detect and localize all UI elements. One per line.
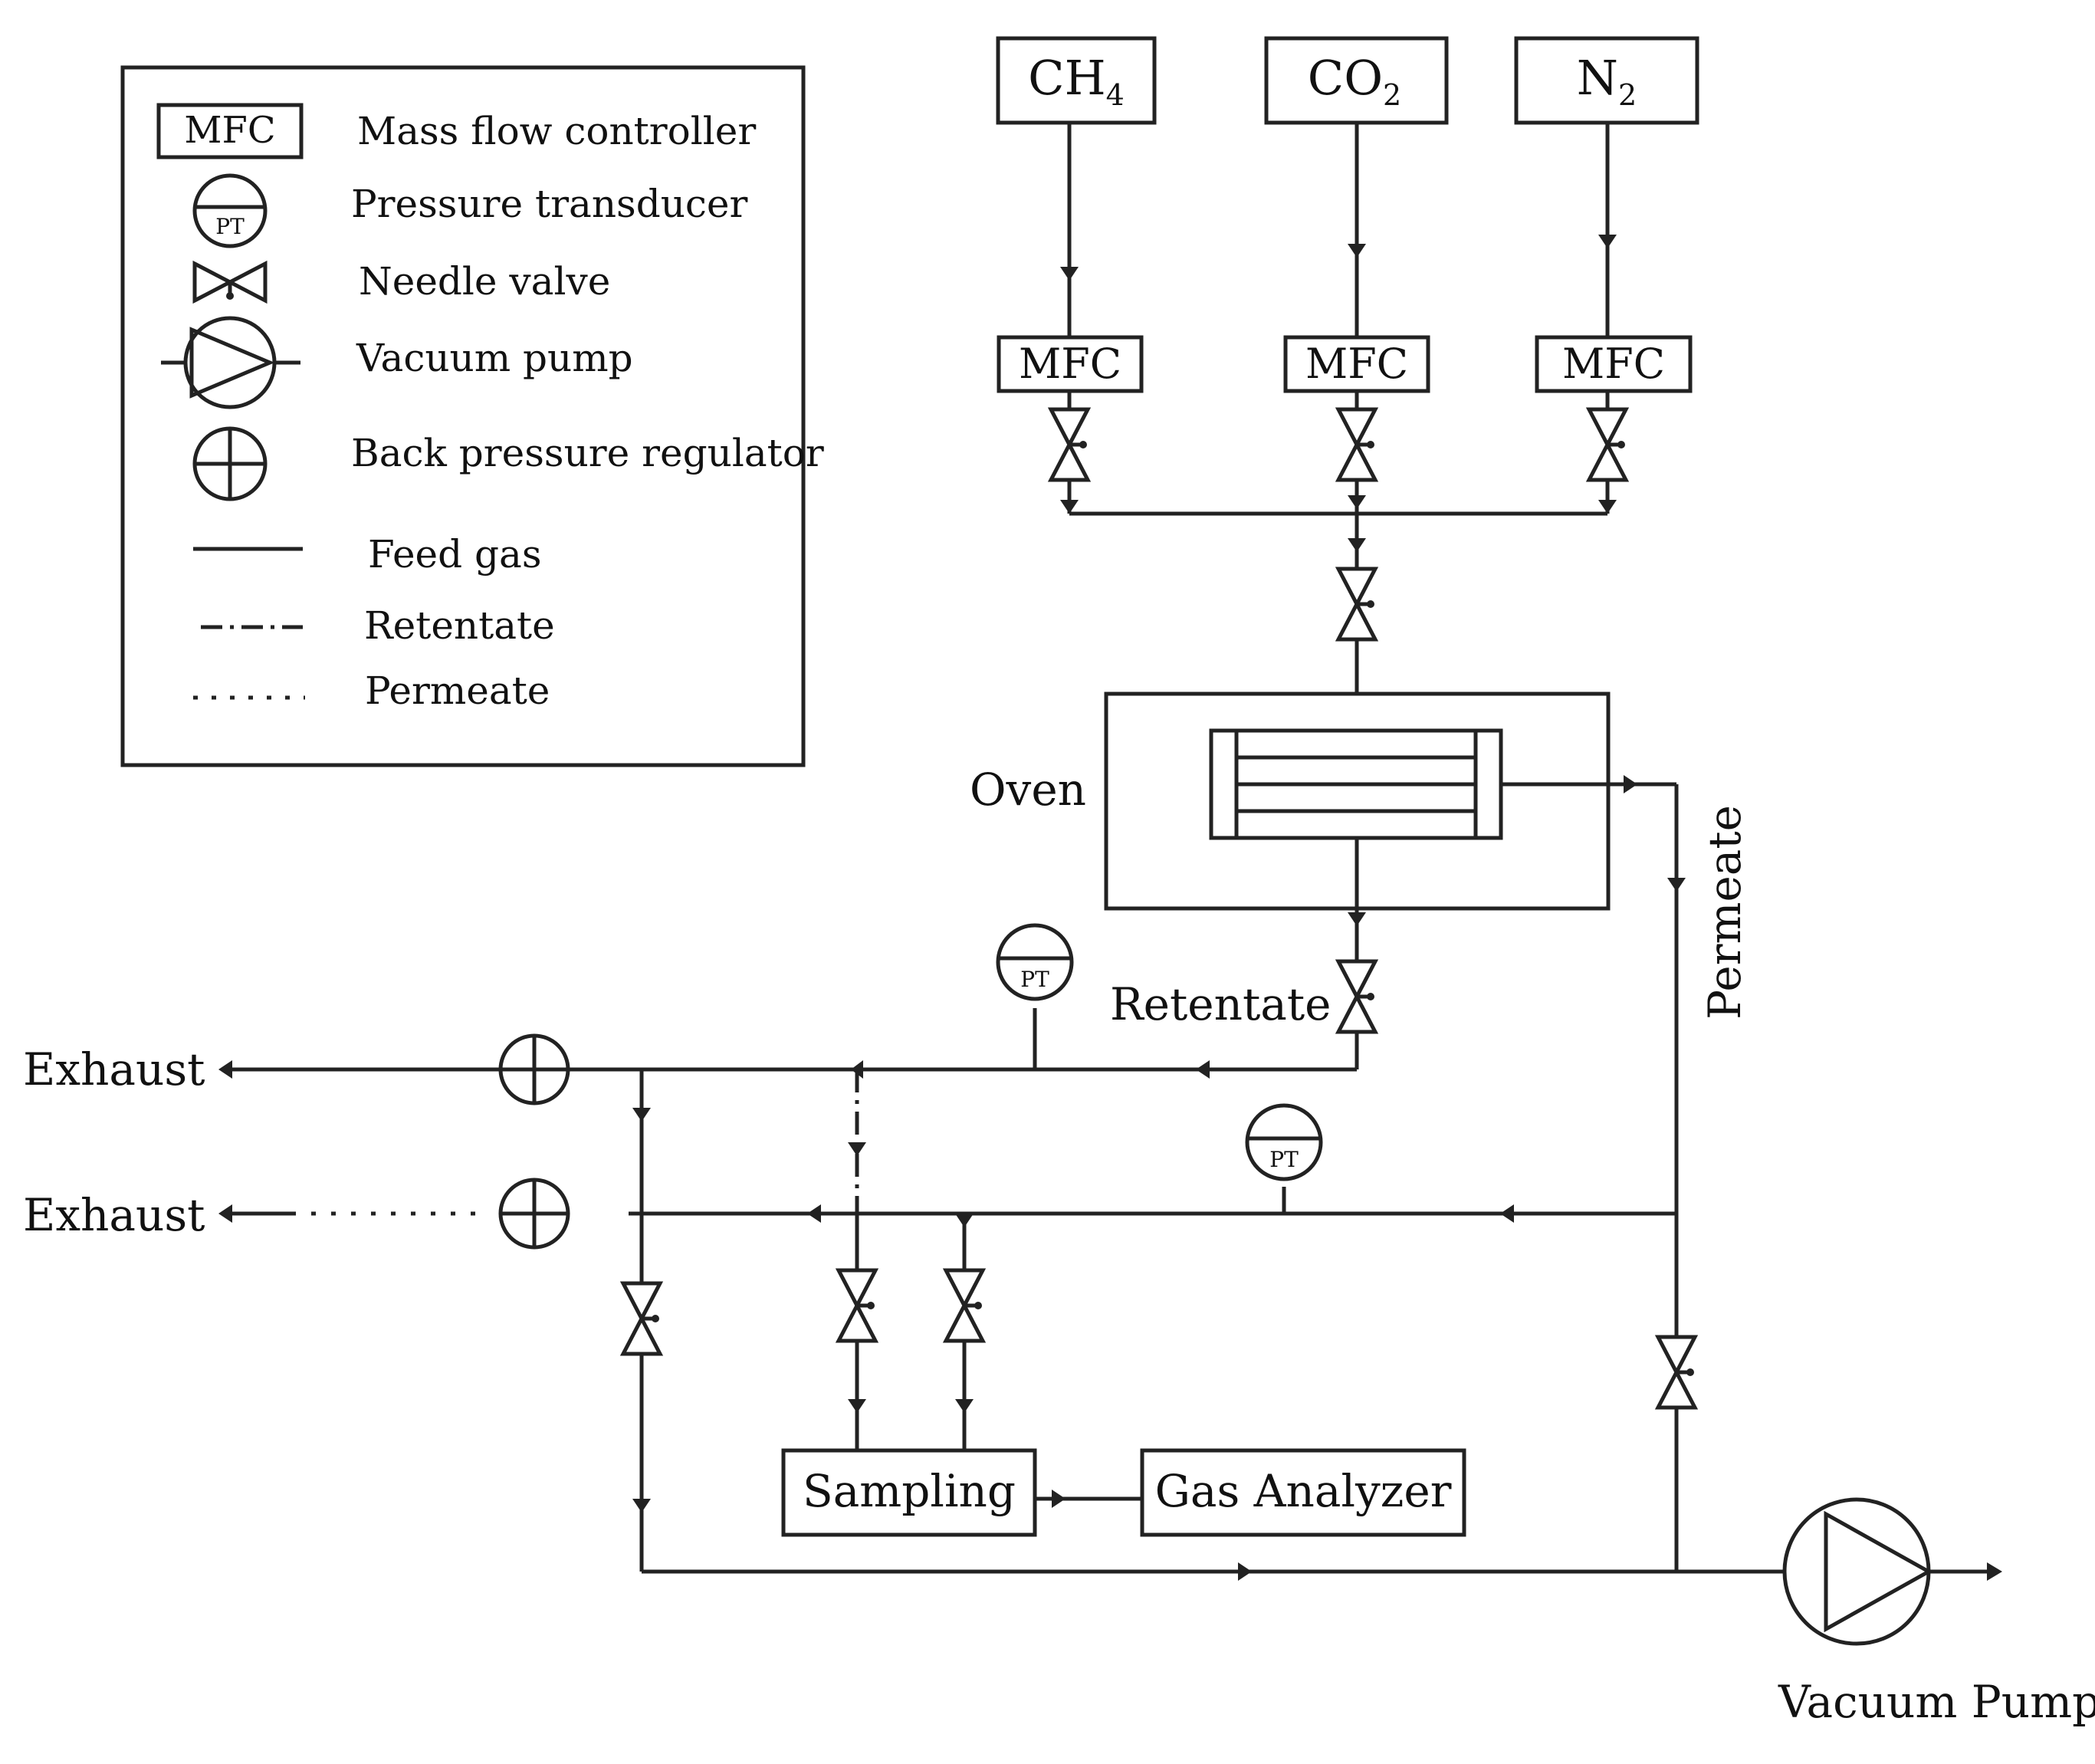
legend-label-permeate: Permeate — [365, 668, 550, 713]
needle-valve-feed[interactable] — [1338, 569, 1375, 639]
needle-valve-sample-2[interactable] — [946, 1270, 983, 1341]
mfc-ch4-label: MFC — [1019, 340, 1121, 388]
legend-mfc-symbol-label: MFC — [184, 109, 275, 152]
legend-label-pressure-transducer: Pressure transducer — [351, 182, 748, 226]
needle-valve-co2[interactable] — [1338, 409, 1375, 480]
pressure-transducer-permeate: PT — [1245, 1103, 1323, 1181]
legend-label-mass-flow-controller: Mass flow controller — [357, 109, 756, 153]
vacuum-pump: Vacuum Pump — [1778, 1497, 2095, 1728]
sampling-section: Sampling Gas Analyzer — [781, 1214, 1466, 1537]
needle-valve-sample-1[interactable] — [839, 1270, 875, 1341]
sampling-label: Sampling — [803, 1465, 1016, 1517]
back-pressure-regulator-permeate[interactable] — [501, 1180, 568, 1247]
pt-permeate-label: PT — [1269, 1147, 1299, 1172]
sampling-box — [781, 1448, 1037, 1537]
exhaust-label-top: Exhaust — [23, 1043, 205, 1096]
oven: Oven — [970, 691, 1611, 911]
mfc-co2-label: MFC — [1305, 340, 1408, 388]
gas-analyzer-label: Gas Analyzer — [1155, 1465, 1452, 1517]
needle-valve-bypass[interactable] — [623, 1283, 660, 1354]
permeate-label: Permeate — [1699, 805, 1751, 1020]
permeate-path: Permeate PT — [629, 775, 1751, 1572]
membrane-module — [1209, 728, 1503, 840]
pressure-transducer-retentate: PT — [996, 923, 1074, 1001]
mfc-n2-label: MFC — [1562, 340, 1665, 388]
legend-label-retentate: Retentate — [364, 603, 555, 648]
retentate-path: Retentate PT Exhaust — [23, 838, 1375, 1214]
flow-arrow-n2 — [1598, 235, 1617, 248]
needle-valve-permeate[interactable] — [1658, 1337, 1695, 1408]
legend-label-feed-gas: Feed gas — [368, 532, 542, 577]
legend-back-pressure-regulator-icon — [192, 426, 268, 501]
legend-vacuum-pump-icon — [161, 316, 300, 409]
gas-label-n2: N2 — [1577, 50, 1637, 112]
needle-valve-n2[interactable] — [1589, 409, 1626, 480]
needle-valve-ch4[interactable] — [1051, 409, 1088, 480]
legend-label-back-pressure-regulator: Back pressure regulator — [351, 431, 824, 475]
needle-valve-retentate[interactable] — [1338, 961, 1375, 1032]
gas-cylinder-ch4 — [996, 36, 1157, 125]
legend-label-needle-valve: Needle valve — [359, 259, 610, 304]
gas-label-ch4: CH4 — [1028, 50, 1125, 112]
vacuum-pump-icon[interactable] — [1782, 1497, 1931, 1646]
oven-label: Oven — [970, 764, 1086, 816]
legend-pressure-transducer-icon: PT — [192, 173, 268, 248]
legend: MFC Mass flow controller PT Pressure tra… — [120, 65, 824, 767]
legend-label-vacuum-pump: Vacuum pump — [356, 336, 633, 380]
back-pressure-regulator-retentate[interactable] — [501, 1036, 568, 1103]
bypass-line — [623, 1069, 1785, 1581]
gas-analyzer-box — [1140, 1448, 1466, 1537]
gas-label-co2: CO2 — [1308, 50, 1401, 112]
exhaust-label-bottom: Exhaust — [23, 1189, 205, 1241]
vacuum-pump-label: Vacuum Pump — [1778, 1676, 2095, 1728]
gas-cylinder-co2 — [1264, 36, 1449, 125]
pt-retentate-label: PT — [1020, 967, 1049, 992]
legend-pt-label: PT — [215, 214, 245, 239]
retentate-label: Retentate — [1110, 978, 1332, 1030]
permeate-exhaust: Exhaust — [23, 1180, 568, 1247]
gas-supply: CH4 CO2 N2 MFC MFC MFC — [996, 36, 1699, 694]
legend-box — [120, 65, 806, 767]
legend-mfc-symbol — [156, 103, 304, 159]
gas-cylinder-n2 — [1514, 36, 1699, 125]
mfc-n2 — [1535, 335, 1693, 393]
flow-arrow-co2 — [1348, 244, 1366, 258]
flow-arrow-ch4 — [1060, 267, 1079, 281]
